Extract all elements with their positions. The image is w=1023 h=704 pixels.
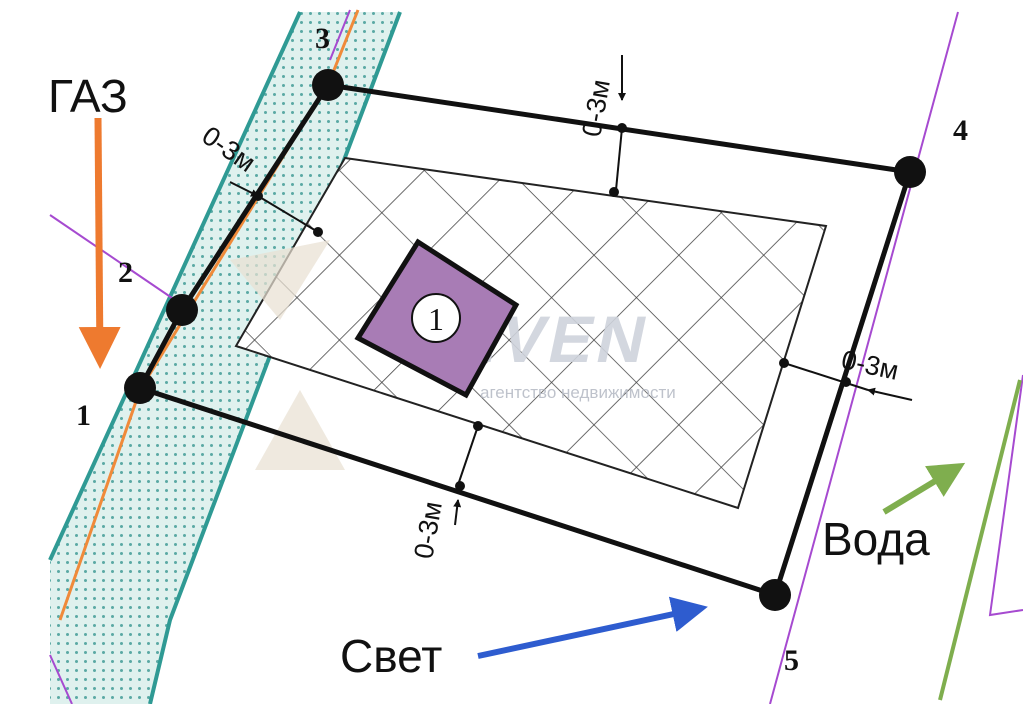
vertex-label-3: 3 (315, 22, 330, 55)
water-arrow (882, 462, 966, 515)
vertex-label-4: 4 (953, 114, 968, 147)
watermark-tagline: агентство недвижимости (480, 383, 676, 402)
power-label: Свет (340, 630, 442, 682)
watermark-logo-icon (230, 240, 345, 470)
vertex-markers (124, 69, 926, 611)
power-line-left (49, 214, 176, 301)
building-number-badge (411, 293, 461, 343)
building-number: 1 (428, 301, 444, 337)
water-label: Вода (822, 513, 930, 565)
power-line-bottom-left (49, 654, 73, 704)
power-line-top (329, 9, 351, 61)
water-pipe-line (938, 379, 1022, 701)
setback-label-bottom: 0-3м (408, 499, 448, 561)
vertex-label-2: 2 (118, 256, 133, 289)
power-line-far-right (988, 374, 1023, 617)
setback-dimensions (229, 55, 913, 526)
power-line-right (769, 11, 959, 704)
vertex-label-5: 5 (784, 644, 799, 677)
utility-easement-band (50, 12, 400, 704)
setback-label-top: 0-3м (576, 77, 616, 139)
setback-markers (253, 123, 851, 491)
vertex-label-1: 1 (76, 399, 91, 432)
gas-pipe-line (58, 9, 360, 621)
easement-edge-left (48, 11, 302, 561)
power-arrow (477, 596, 708, 659)
gas-arrow (78, 117, 121, 369)
gas-label: ГАЗ (48, 70, 128, 122)
